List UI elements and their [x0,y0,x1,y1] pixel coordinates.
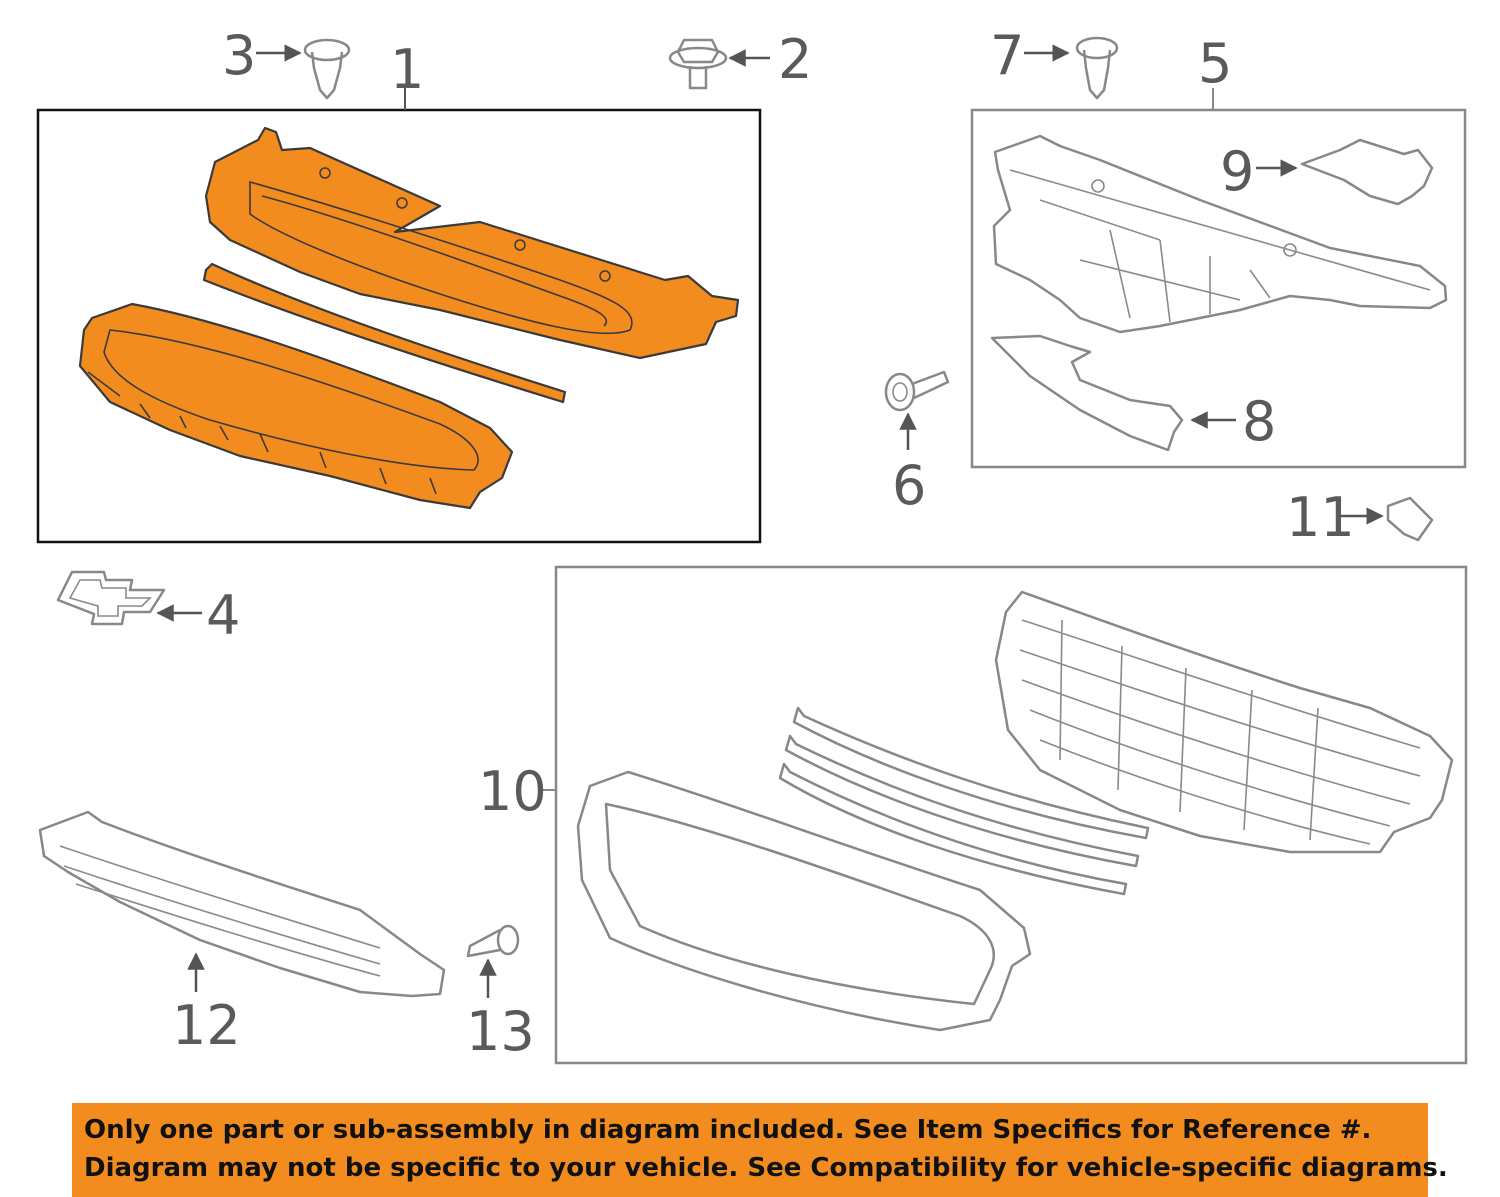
part-1-frame [36,108,762,544]
callout-6: 6 [892,454,926,517]
callout-13: 13 [466,1000,535,1063]
part-1-upper-slot [249,180,633,335]
part-5-cover [992,134,1448,334]
part-6-bolt[interactable] [884,370,950,450]
part-1-upper-bracket [204,126,740,360]
part-4-emblem[interactable] [56,570,202,626]
callout-5: 5 [1198,32,1232,95]
part-10-surround-inner [604,802,995,1006]
callout-11: 11 [1286,486,1355,549]
part-10-strip-c [778,762,1128,896]
part-3-push-pin[interactable] [256,38,351,100]
part-11-clip[interactable] [1340,496,1434,542]
notice-line-2: Diagram may not be specific to your vehi… [84,1153,1448,1183]
part-10-strip-a [792,706,1150,840]
part-1-lower-opening [103,329,479,471]
part-1-hole-b [396,197,408,209]
part-1-upper-slot-inner [261,195,608,327]
part-12-lower-grille[interactable] [38,810,446,998]
callout-10: 10 [478,760,547,823]
notice-line-1: Only one part or sub-assembly in diagram… [84,1115,1372,1145]
part-10-strip-b [784,734,1140,868]
part-9-bracket [1300,138,1434,206]
part-5-group[interactable] [970,88,1467,469]
notice-banner: Only one part or sub-assembly in diagram… [72,1103,1448,1197]
part-1-hole-a [319,167,331,179]
callout-8: 8 [1242,390,1276,453]
part-10-mesh-bars [1019,619,1421,845]
part-5-cover-ribs [1009,169,1431,323]
part-13-screw[interactable] [466,924,520,998]
callout-12: 12 [172,994,241,1057]
callout-7: 7 [990,24,1024,87]
callout-3: 3 [222,24,256,87]
callout-1: 1 [390,38,424,101]
part-10-mesh-grille [994,590,1454,854]
callout-4: 4 [206,584,240,647]
part-10-frame [554,565,1468,1065]
part-5-frame [970,108,1467,469]
part-2-bolt[interactable] [668,38,770,90]
callout-2: 2 [778,28,812,91]
part-1-hole-d [599,270,611,282]
part-10-group[interactable] [538,565,1468,1065]
part-10-surround [576,770,1032,1032]
part-1-group[interactable] [36,88,762,544]
part-1-lower-ribs [87,371,437,495]
part-1-hole-c [514,239,526,251]
part-1-middle-strip [202,262,567,404]
part-7-push-pin[interactable] [1024,36,1119,100]
part-8-deflector [990,334,1184,452]
part-1-lower-grille [78,302,514,510]
callout-9: 9 [1220,140,1254,203]
